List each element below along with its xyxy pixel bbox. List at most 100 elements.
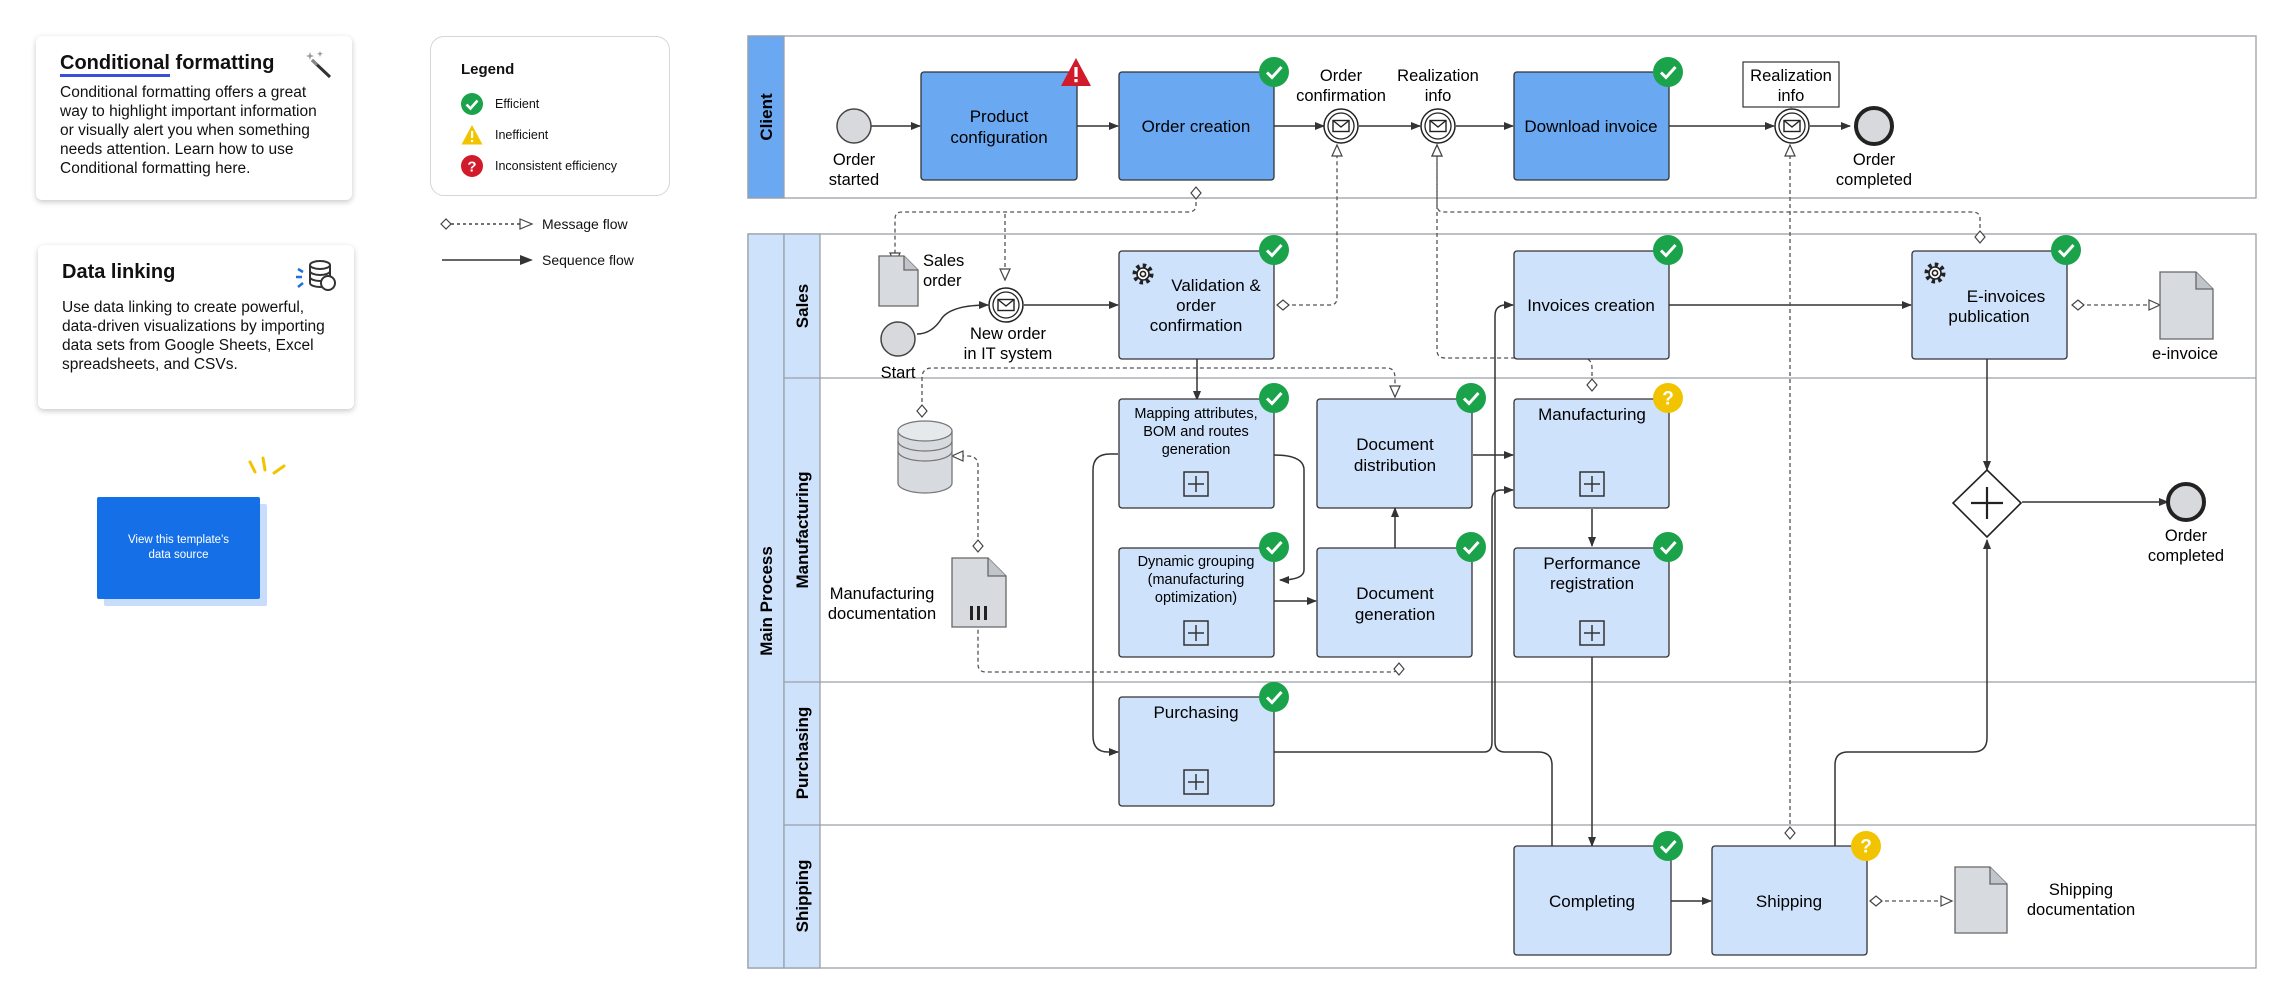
message-flow bbox=[950, 450, 984, 553]
task-invoices-creation[interactable]: Invoices creation bbox=[1513, 233, 1685, 360]
sequence-flow-icon bbox=[442, 255, 533, 265]
envelope-icon bbox=[1429, 119, 1447, 133]
check-circle-icon bbox=[1257, 381, 1291, 415]
check-circle-icon bbox=[2049, 233, 2083, 267]
check-circle-icon bbox=[1651, 530, 1685, 564]
highlight-rays-icon bbox=[244, 456, 294, 491]
task-download-invoice[interactable]: Download invoice bbox=[1513, 55, 1685, 181]
question-circle-icon bbox=[1653, 383, 1683, 413]
task-order-creation[interactable]: Order creation bbox=[1118, 55, 1291, 181]
task-completing[interactable]: Completing bbox=[1513, 829, 1685, 956]
legend-inconsistent: ? Inconsistent efficiency bbox=[461, 150, 669, 181]
legend-inefficient: Inefficient bbox=[461, 119, 669, 150]
svg-text:Mapping attributes,BOM and rou: Mapping attributes,BOM and routesgenerat… bbox=[1134, 406, 1257, 458]
svg-text:Order creation: Order creation bbox=[1142, 117, 1251, 136]
check-circle-icon bbox=[1651, 55, 1685, 89]
svg-text:?: ? bbox=[467, 158, 476, 175]
database-link-icon bbox=[290, 257, 340, 302]
svg-text:Dynamic grouping(manufacturing: Dynamic grouping(manufacturingoptimizati… bbox=[1138, 554, 1255, 606]
task-shipping[interactable]: Shipping bbox=[1711, 831, 1881, 956]
task-manufacturing[interactable]: Manufacturing bbox=[1513, 383, 1683, 509]
task-purchasing[interactable]: Purchasing bbox=[1118, 680, 1291, 807]
seq-flow bbox=[1834, 539, 1991, 846]
card-body: Use data linking to create powerful, dat… bbox=[62, 299, 325, 373]
check-circle-icon bbox=[1257, 55, 1291, 89]
question-circle-icon bbox=[1851, 831, 1881, 861]
svg-text:Completing: Completing bbox=[1549, 892, 1635, 911]
lane-manufacturing-label: Manufacturing bbox=[793, 471, 812, 588]
message-flow bbox=[1276, 143, 1343, 311]
sales-order-doc-shape bbox=[878, 255, 919, 307]
card-title: Conditional formatting bbox=[60, 52, 328, 77]
lane-purchasing-label: Purchasing bbox=[793, 707, 812, 800]
seq-flow bbox=[1273, 454, 1305, 584]
database-store bbox=[897, 420, 953, 494]
check-circle-icon bbox=[1651, 829, 1685, 863]
question-circle-icon: ? bbox=[461, 154, 483, 177]
svg-text:Manufacturing: Manufacturing bbox=[1538, 405, 1646, 424]
start-event: Start bbox=[880, 321, 916, 382]
warning-triangle-icon bbox=[461, 124, 483, 144]
svg-text:Start: Start bbox=[881, 364, 916, 382]
gear-icon bbox=[1135, 266, 1151, 282]
check-circle-icon bbox=[1454, 530, 1488, 564]
check-circle-icon bbox=[1257, 233, 1291, 267]
magic-wand-icon bbox=[304, 50, 336, 85]
message-flow-icon bbox=[440, 218, 534, 230]
check-circle-icon bbox=[461, 92, 483, 115]
svg-text:Invoices creation: Invoices creation bbox=[1527, 296, 1655, 315]
message-flow bbox=[889, 186, 1202, 266]
view-data-source-button[interactable]: View this template's data source bbox=[97, 497, 260, 599]
einvoice-document: e-invoice bbox=[2152, 271, 2218, 363]
parallel-gateway bbox=[1951, 468, 2023, 539]
message-flow bbox=[1431, 143, 1598, 392]
message-flow bbox=[916, 367, 1401, 418]
lane-shipping-label: Shipping bbox=[793, 860, 812, 933]
card-body: Conditional formatting offers a great wa… bbox=[60, 84, 317, 177]
check-circle-icon bbox=[1257, 680, 1291, 714]
legend-message-flow: Message flow bbox=[440, 216, 628, 232]
check-circle-icon bbox=[1454, 381, 1488, 415]
svg-text:e-invoice: e-invoice bbox=[2152, 345, 2218, 363]
svg-text:Shipping: Shipping bbox=[1756, 892, 1822, 911]
svg-text:Purchasing: Purchasing bbox=[1153, 703, 1238, 722]
seq-flow bbox=[1274, 486, 1514, 753]
lane-sales-label: Sales bbox=[793, 284, 812, 328]
realization-info-event-2 bbox=[1774, 108, 1810, 144]
legend-title: Legend bbox=[461, 61, 515, 78]
gear-icon bbox=[1927, 265, 1943, 281]
data-linking-card: Data linking Use data linking to create … bbox=[38, 245, 354, 409]
envelope-icon bbox=[1783, 119, 1801, 133]
check-circle-icon bbox=[1257, 530, 1291, 564]
envelope-icon bbox=[997, 298, 1015, 312]
legend: Legend Efficient Inefficient ? Inconsist… bbox=[430, 36, 670, 196]
